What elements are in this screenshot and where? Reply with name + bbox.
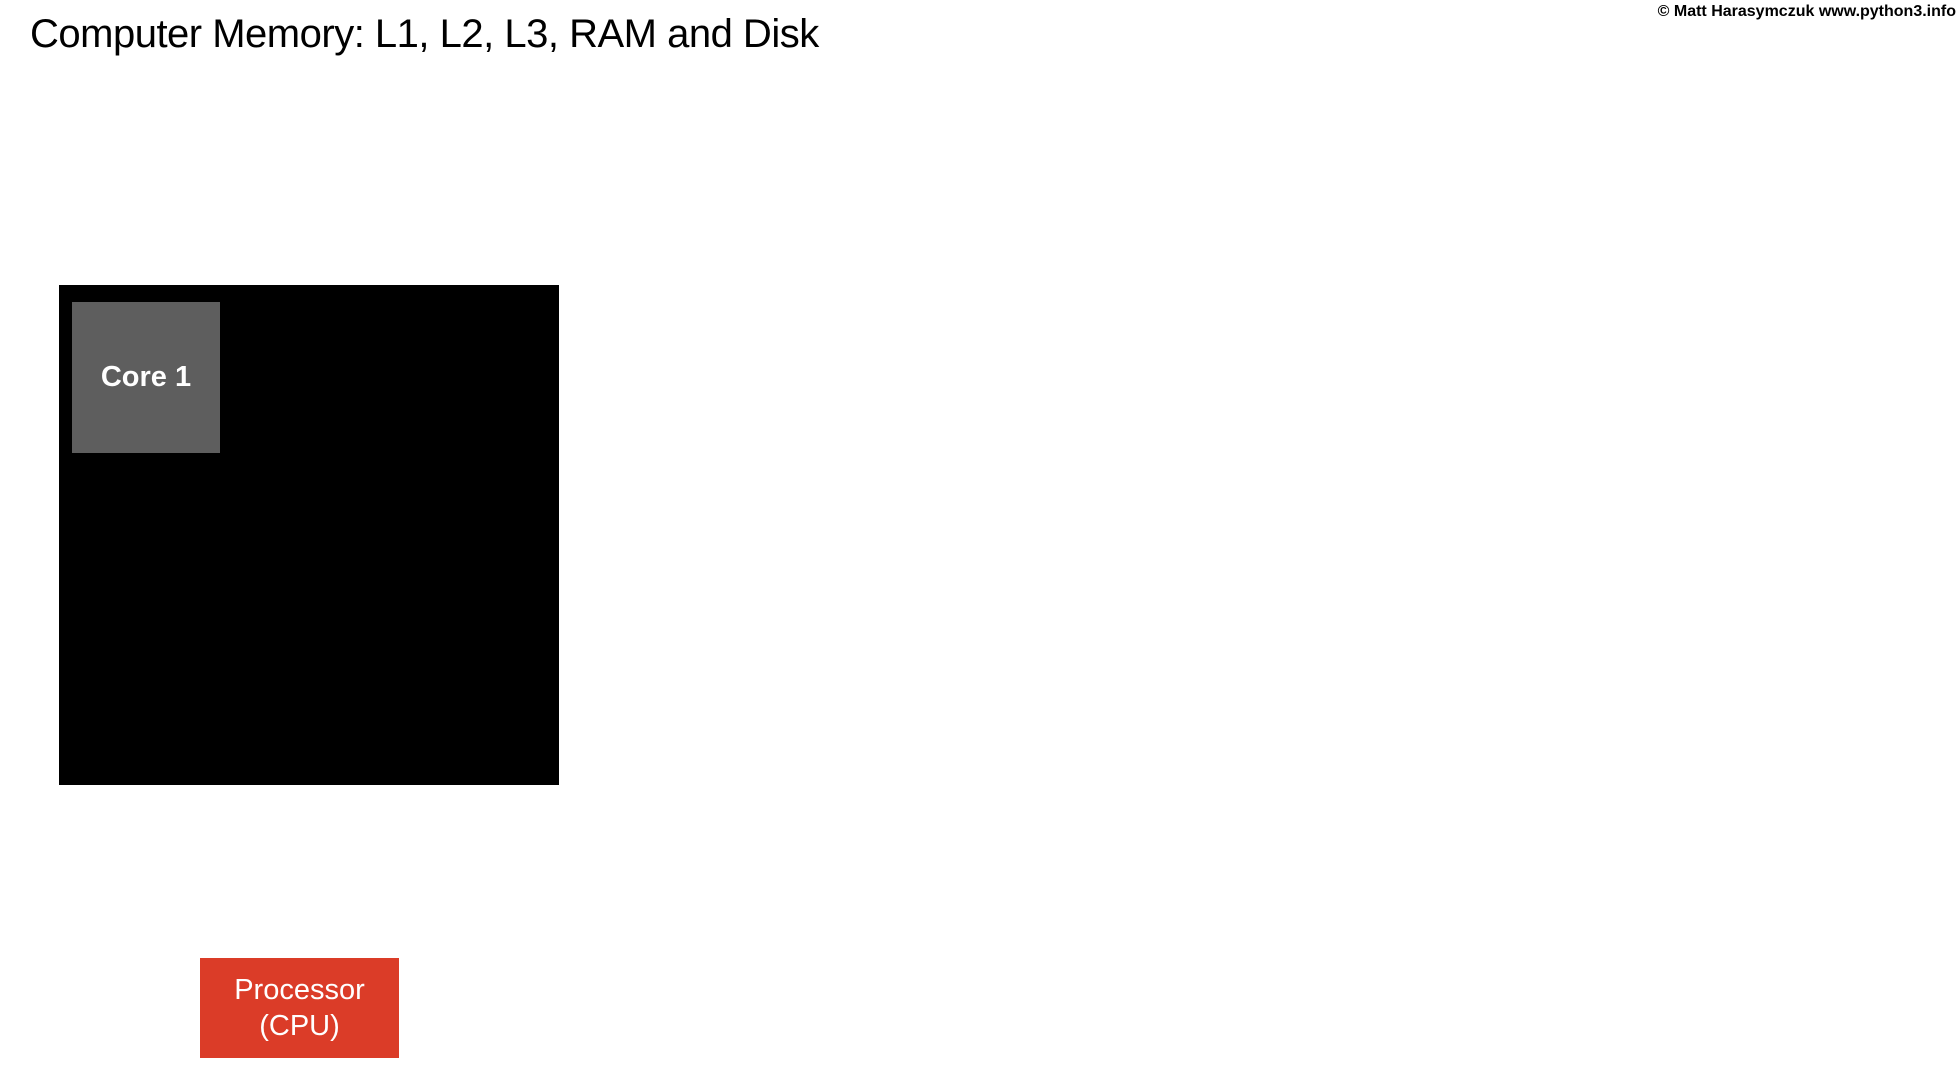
page-title: Computer Memory: L1, L2, L3, RAM and Dis… xyxy=(30,12,819,56)
cpu-die: Core 1 xyxy=(59,285,559,785)
copyright-notice: © Matt Harasymczuk www.python3.info xyxy=(1657,3,1956,20)
processor-label-box: Processor (CPU) xyxy=(200,958,399,1058)
processor-label: Processor xyxy=(234,974,365,1006)
processor-abbrev-label: (CPU) xyxy=(259,1010,340,1042)
core-1-label: Core 1 xyxy=(100,361,192,393)
core-1-block: Core 1 xyxy=(72,302,220,453)
